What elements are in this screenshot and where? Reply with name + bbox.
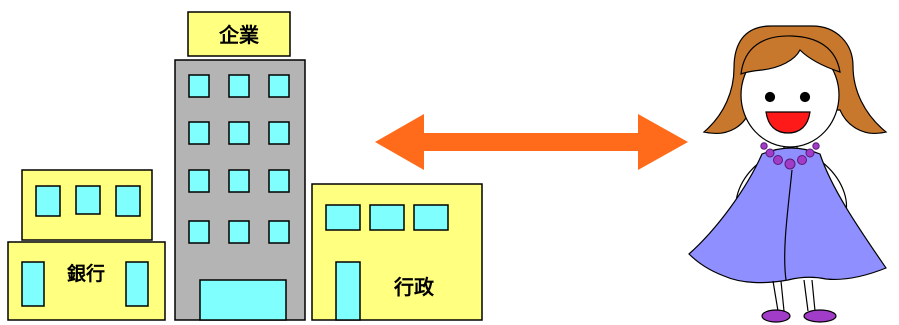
bank-building xyxy=(7,169,166,321)
government-window xyxy=(413,204,449,231)
bank-window xyxy=(75,185,101,215)
government-door xyxy=(335,261,361,321)
company-label: 企業 xyxy=(218,23,260,47)
tower-window xyxy=(188,220,210,244)
girl-shoe-left xyxy=(761,309,791,323)
girl-leg-right-a xyxy=(803,279,809,312)
bank-window xyxy=(35,185,61,217)
girl-eye-left xyxy=(764,91,776,103)
tower-window xyxy=(268,74,290,98)
girl-bangs xyxy=(740,35,841,75)
company-tower xyxy=(174,11,306,321)
bank-window xyxy=(115,185,141,217)
tower-window xyxy=(188,169,210,193)
tower-window xyxy=(228,169,250,193)
government-building xyxy=(311,183,483,321)
girl-leg-left-b xyxy=(780,280,785,312)
government-window xyxy=(369,204,405,231)
girl-figure xyxy=(688,25,888,323)
government-label: 行政 xyxy=(393,275,435,299)
tower-window xyxy=(268,169,290,193)
tower-entrance xyxy=(199,279,287,321)
girl-necklace xyxy=(760,142,820,170)
tower-window xyxy=(268,121,290,145)
tower-window xyxy=(228,74,250,98)
bank-label: 銀行 xyxy=(67,262,105,285)
girl-shoe-right xyxy=(803,309,837,323)
double-arrow-icon xyxy=(375,114,688,170)
girl-eye-right xyxy=(799,91,811,103)
tower-window xyxy=(228,121,250,145)
bank-window xyxy=(125,261,149,307)
tower-window xyxy=(188,74,210,98)
company-sign xyxy=(187,11,291,57)
tower-window xyxy=(188,121,210,145)
girl-leg-right-b xyxy=(811,279,816,312)
government-window xyxy=(325,204,361,231)
bank-window xyxy=(21,261,45,307)
tower-window xyxy=(268,220,290,244)
girl-leg-left-a xyxy=(772,280,779,312)
girl-mouth xyxy=(765,111,811,134)
girl-dress-fold xyxy=(784,169,793,281)
tower-window xyxy=(228,220,250,244)
